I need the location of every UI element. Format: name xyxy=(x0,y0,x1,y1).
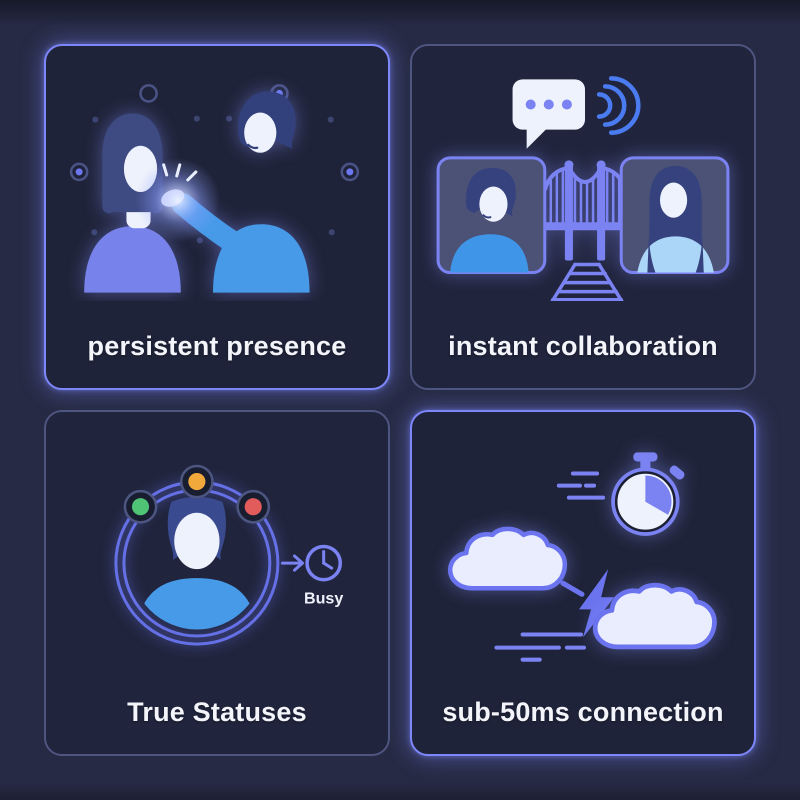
video-frame-right xyxy=(619,156,730,275)
video-frame-left xyxy=(436,156,547,275)
speed-lines-bottom xyxy=(494,632,587,662)
people-touch-icon xyxy=(69,84,360,293)
sound-waves-icon xyxy=(596,76,641,135)
status-dot-busy xyxy=(244,498,262,516)
status-dot-away xyxy=(188,473,206,491)
road-icon xyxy=(550,262,624,301)
touch-glow-effect xyxy=(135,157,221,243)
card-true-statuses[interactable]: Busy True Statuses xyxy=(44,410,390,756)
status-node-available xyxy=(123,489,158,524)
cloud-icon-top xyxy=(447,526,568,591)
bridge-icon xyxy=(542,160,628,261)
cloud-icon-bottom xyxy=(592,582,717,650)
instant-collaboration-illustration xyxy=(412,46,754,324)
feature-grid: persistent presence xyxy=(44,44,756,756)
status-avatar-icon: Busy xyxy=(114,464,343,646)
sub-50ms-illustration xyxy=(412,412,754,690)
status-dot-available xyxy=(131,498,150,516)
current-status-label: Busy xyxy=(304,589,343,607)
card-caption: True Statuses xyxy=(127,697,307,727)
persistent-presence-illustration xyxy=(46,46,388,324)
card-caption: sub-50ms connection xyxy=(442,697,724,727)
speed-lines-top xyxy=(556,471,606,500)
card-instant-collaboration[interactable]: instant collaboration xyxy=(410,44,756,390)
card-persistent-presence[interactable]: persistent presence xyxy=(44,44,390,390)
status-node-away xyxy=(180,464,214,499)
clock-icon xyxy=(305,544,343,582)
status-nodes xyxy=(123,464,271,524)
card-caption: persistent presence xyxy=(87,331,347,361)
arrow-right-icon xyxy=(280,554,305,572)
video-bridge-icon xyxy=(436,76,730,301)
status-node-busy xyxy=(236,489,271,524)
card-sub-50ms-connection[interactable]: sub-50ms connection xyxy=(410,410,756,756)
card-caption: instant collaboration xyxy=(448,331,718,361)
lightning-bolt-icon xyxy=(578,569,615,638)
chat-bubble-icon xyxy=(512,79,586,149)
true-statuses-illustration: Busy xyxy=(46,412,388,690)
stopwatch-icon xyxy=(611,452,685,536)
cloud-speed-icon xyxy=(447,452,717,662)
avatar xyxy=(136,496,258,630)
